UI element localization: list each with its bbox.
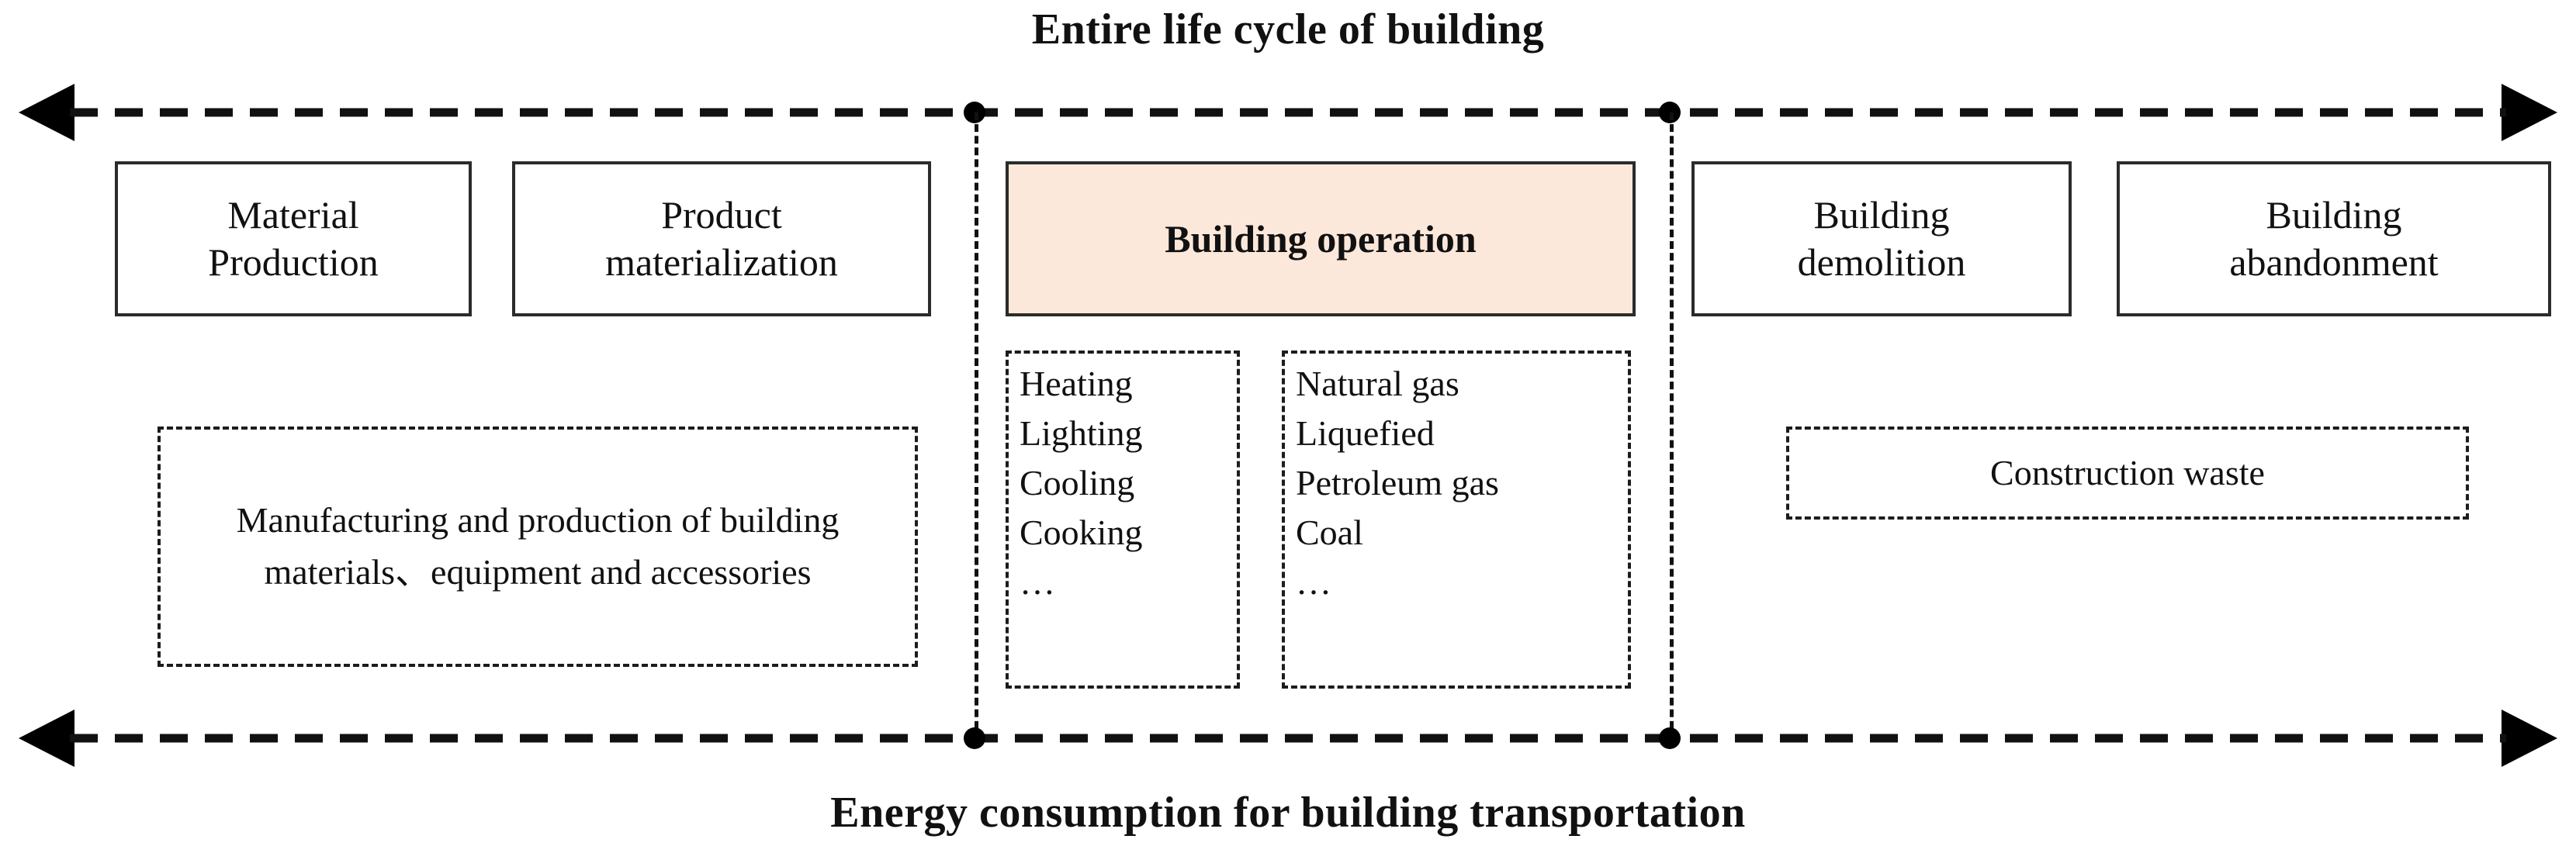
axis-junction-dot-bottom-right [1659, 727, 1681, 749]
stage-divider-right [1670, 112, 1674, 741]
list-item: Natural gas [1296, 364, 1459, 403]
stage-label-building-demolition: Building demolition [1797, 193, 1966, 284]
list-item: Petroleum gas [1296, 463, 1499, 502]
list-item: Cooling [1020, 463, 1135, 502]
axis-junction-dot-bottom-left [964, 727, 985, 749]
stage-label-product-materialization: Product materialization [605, 193, 838, 284]
list-item: … [1020, 562, 1055, 602]
stage-box-building-abandonment[interactable]: Building abandonment [2117, 161, 2551, 316]
stage-box-material-production[interactable]: Material Production [115, 161, 472, 316]
list-item: … [1296, 562, 1331, 602]
axis-arrow-bottom-icon [19, 710, 2557, 767]
stage-box-product-materialization[interactable]: Product materialization [512, 161, 931, 316]
bottom-axis-title: Energy consumption for building transpor… [830, 789, 1746, 837]
detail-label-upstream: Manufacturing and production of building… [236, 500, 840, 592]
top-axis-title: Entire life cycle of building [1031, 5, 1545, 54]
list-item: Coal [1296, 513, 1363, 552]
list-item: Cooking [1020, 513, 1143, 552]
stage-label-building-operation: Building operation [1165, 216, 1477, 261]
list-box-fuels[interactable]: Natural gas Liquefied Petroleum gas Coal… [1282, 351, 1631, 689]
lifecycle-axis-arrow-bottom [19, 703, 2557, 773]
list-item: Lighting [1020, 413, 1143, 453]
list-item: Liquefied [1296, 413, 1435, 453]
detail-box-upstream[interactable]: Manufacturing and production of building… [158, 427, 918, 667]
detail-label-downstream: Construction waste [1990, 452, 2265, 492]
stage-box-building-demolition[interactable]: Building demolition [1691, 161, 2072, 316]
axis-arrow-top-icon [19, 84, 2557, 141]
lifecycle-axis-arrow-top [19, 78, 2557, 147]
stage-box-building-operation[interactable]: Building operation [1006, 161, 1636, 316]
list-box-end-uses[interactable]: Heating Lighting Cooling Cooking … [1006, 351, 1240, 689]
detail-box-downstream[interactable]: Construction waste [1786, 427, 2469, 520]
stage-label-material-production: Material Production [208, 193, 379, 284]
stage-divider-left [975, 112, 978, 741]
list-item: Heating [1020, 364, 1133, 403]
stage-label-building-abandonment: Building abandonment [2229, 193, 2439, 284]
